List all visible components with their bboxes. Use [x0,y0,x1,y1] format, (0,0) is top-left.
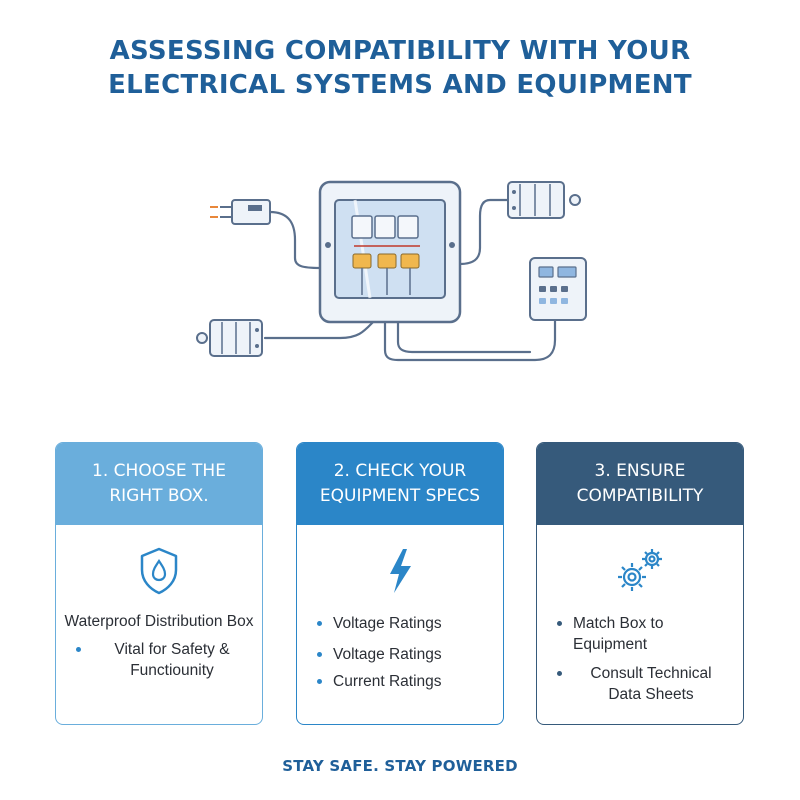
step-card-ensure-compatibility: 3. ENSURE COMPATIBILITY Match Box to Equ… [536,442,744,725]
step-heading-line-1: 3. ENSURE [594,461,686,481]
plug-icon [210,199,271,225]
list-item: Vital for Safety & Functiounity [74,639,248,681]
steps-section: 1. CHOOSE THE RIGHT BOX. Waterproof Dist… [55,442,745,727]
cable-left-top [268,210,322,270]
step-heading-line-2: COMPATIBILITY [576,486,704,506]
step-card-choose-box: 1. CHOOSE THE RIGHT BOX. Waterproof Dist… [55,442,263,725]
step-heading-line-2: RIGHT BOX. [109,486,209,506]
step-heading-line-2: EQUIPMENT SPECS [319,486,481,506]
cable-bottom-1 [383,318,557,362]
title-line-1: ASSESSING COMPATIBILITY WITH YOUR [109,36,691,66]
lightning-bolt-icon [390,549,411,593]
list-item: Consult Technical Data Sheets [555,663,729,705]
list-item: Voltage Ratings [315,644,489,665]
step-subtitle: Waterproof Distribution Box [64,613,254,630]
control-panel-icon [529,257,587,321]
list-item: Voltage Ratings [315,613,489,634]
step-card-header: 1. CHOOSE THE RIGHT BOX. [56,443,262,525]
step-heading-line-1: 1. CHOOSE THE [92,461,226,481]
connector-block-icon [507,181,581,219]
list-item: Match Box to Equipment [555,613,729,655]
title-line-2: ELECTRICAL SYSTEMS AND EQUIPMENT [108,70,692,100]
cable-bottom-2 [396,318,532,354]
shield-water-drop-icon [140,547,178,595]
list-item: Current Ratings [315,671,489,692]
step-card-header: 3. ENSURE COMPATIBILITY [537,443,743,525]
page-title: ASSESSING COMPATIBILITY WITH YOUR ELECTR… [60,34,740,102]
cable-right-top [458,198,510,266]
distribution-box-illustration [196,180,587,362]
terminal-block-icon [196,319,263,357]
gears-icon [618,549,662,591]
step-card-check-specs: 2. CHECK YOUR EQUIPMENT SPECS Voltage Ra… [296,442,504,725]
distribution-box-icon [318,180,462,324]
footer-tagline: STAY SAFE. STAY POWERED [282,757,518,775]
step-card-header: 2. CHECK YOUR EQUIPMENT SPECS [297,443,503,525]
step-heading-line-1: 2. CHECK YOUR [333,461,467,481]
